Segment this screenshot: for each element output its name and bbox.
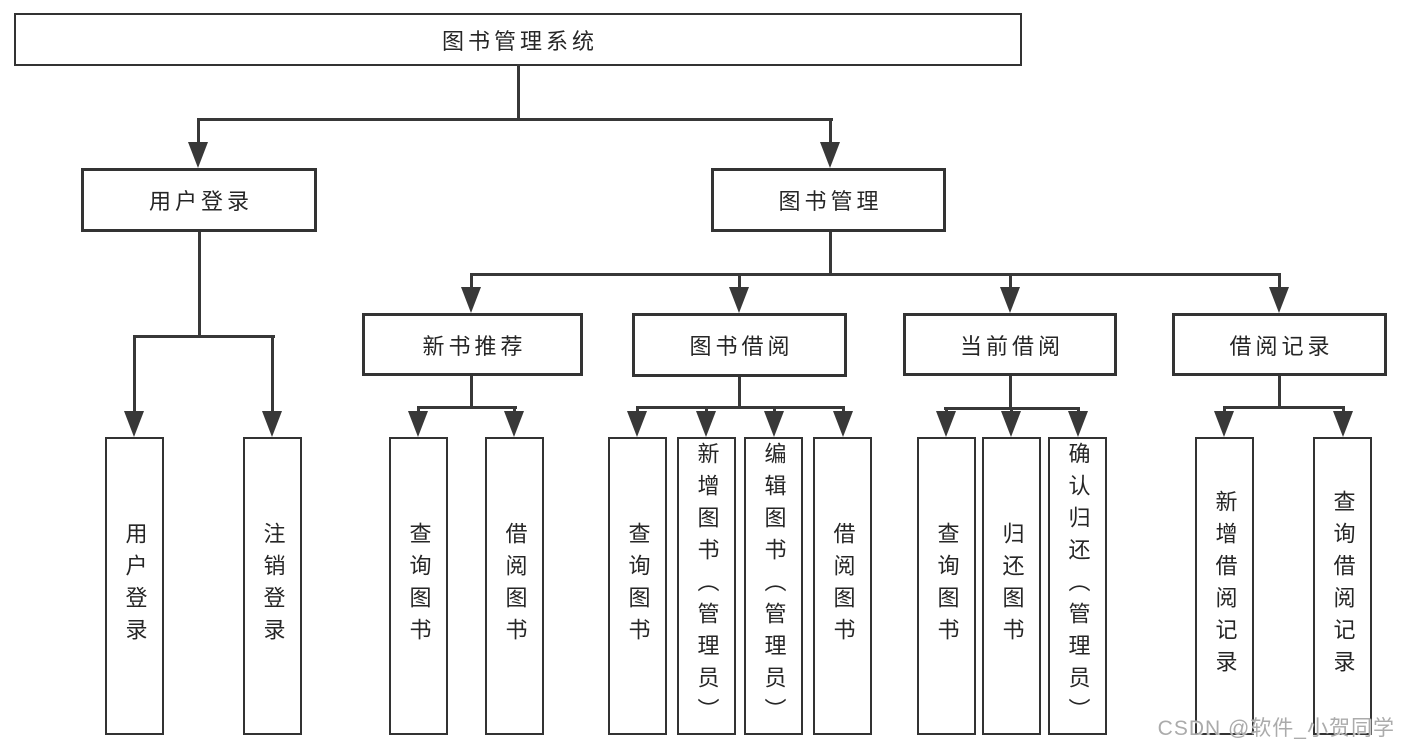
node-label: 新书推荐 bbox=[422, 333, 527, 359]
connector-line bbox=[133, 335, 275, 338]
arrow-down-icon bbox=[1333, 411, 1353, 437]
arrow-down-icon bbox=[188, 142, 208, 168]
arrow-down-icon bbox=[936, 411, 956, 437]
leaf-label: 查询借阅记录 bbox=[1330, 490, 1356, 682]
node-label: 用户登录 bbox=[148, 189, 253, 214]
leaf-query-books-recommend: 查询图书 bbox=[389, 437, 448, 735]
connector-line bbox=[636, 406, 845, 409]
arrow-down-icon bbox=[1068, 411, 1088, 437]
leaf-add-books-admin: 新增图书（管理员） bbox=[677, 437, 736, 735]
node-new-book-recommend: 新书推荐 bbox=[362, 313, 583, 376]
arrow-shaft bbox=[196, 118, 200, 160]
watermark: CSDN @软件_小贺同学 bbox=[1157, 717, 1395, 740]
leaf-add-borrow-record: 新增借阅记录 bbox=[1195, 437, 1254, 735]
connector-line bbox=[517, 64, 520, 120]
leaf-label: 用户登录 bbox=[122, 522, 148, 650]
leaf-query-borrow-record: 查询借阅记录 bbox=[1313, 437, 1372, 735]
leaf-label: 借阅图书 bbox=[502, 522, 528, 650]
leaf-label: 新增图书（管理员） bbox=[694, 442, 720, 730]
connector-line bbox=[1009, 376, 1012, 409]
arrow-down-icon bbox=[729, 287, 749, 313]
leaf-label: 新增借阅记录 bbox=[1212, 490, 1238, 682]
leaf-confirm-return-admin: 确认归还（管理员） bbox=[1048, 437, 1107, 735]
leaf-label: 确认归还（管理员） bbox=[1065, 442, 1091, 730]
node-label: 当前借阅 bbox=[959, 333, 1064, 359]
connector-line bbox=[829, 232, 832, 275]
connector-line bbox=[1278, 376, 1281, 408]
arrow-down-icon bbox=[124, 411, 144, 437]
leaf-label: 注销登录 bbox=[260, 522, 286, 650]
leaf-label: 借阅图书 bbox=[830, 522, 856, 650]
arrow-down-icon bbox=[696, 411, 716, 437]
leaf-label: 查询图书 bbox=[625, 522, 651, 650]
leaf-label: 编辑图书（管理员） bbox=[761, 442, 787, 730]
leaf-query-books-borrowing: 查询图书 bbox=[608, 437, 667, 735]
arrow-shaft bbox=[270, 335, 274, 429]
node-label: 图书借阅 bbox=[689, 334, 794, 359]
arrow-down-icon bbox=[833, 411, 853, 437]
connector-line bbox=[198, 232, 201, 337]
arrow-down-icon bbox=[1001, 411, 1021, 437]
leaf-user-login: 用户登录 bbox=[105, 437, 164, 735]
node-label: 图书管理系统 bbox=[441, 28, 598, 54]
leaf-edit-books-admin: 编辑图书（管理员） bbox=[744, 437, 803, 735]
node-borrowing-records: 借阅记录 bbox=[1172, 313, 1387, 376]
leaf-logout: 注销登录 bbox=[243, 437, 302, 735]
arrow-down-icon bbox=[1214, 411, 1234, 437]
connector-line bbox=[197, 118, 833, 121]
leaf-query-books-current: 查询图书 bbox=[917, 437, 976, 735]
node-label: 借阅记录 bbox=[1229, 333, 1334, 359]
leaf-borrow-books-recommend: 借阅图书 bbox=[485, 437, 544, 735]
arrow-down-icon bbox=[1269, 287, 1289, 313]
arrow-down-icon bbox=[262, 411, 282, 437]
arrow-down-icon bbox=[504, 411, 524, 437]
arrow-shaft bbox=[828, 118, 832, 160]
node-current-borrowing: 当前借阅 bbox=[903, 313, 1117, 376]
node-book-management: 图书管理 bbox=[711, 168, 946, 232]
arrow-shaft bbox=[132, 335, 136, 429]
arrow-down-icon bbox=[820, 142, 840, 168]
arrow-down-icon bbox=[764, 411, 784, 437]
arrow-down-icon bbox=[408, 411, 428, 437]
arrow-down-icon bbox=[461, 287, 481, 313]
connector-line bbox=[470, 376, 473, 408]
leaf-borrow-books: 借阅图书 bbox=[813, 437, 872, 735]
node-label: 图书管理 bbox=[778, 189, 883, 214]
leaf-label: 查询图书 bbox=[934, 522, 960, 650]
arrow-down-icon bbox=[627, 411, 647, 437]
connector-line bbox=[470, 273, 1281, 276]
connector-line bbox=[1223, 406, 1345, 409]
connector-line bbox=[417, 406, 517, 409]
node-library-management-system: 图书管理系统 bbox=[14, 13, 1022, 66]
arrow-down-icon bbox=[1000, 287, 1020, 313]
leaf-return-books: 归还图书 bbox=[982, 437, 1041, 735]
leaf-label: 查询图书 bbox=[406, 522, 432, 650]
node-book-borrowing: 图书借阅 bbox=[632, 313, 847, 377]
leaf-label: 归还图书 bbox=[999, 522, 1025, 650]
connector-line bbox=[738, 377, 741, 408]
node-user-login: 用户登录 bbox=[81, 168, 317, 232]
